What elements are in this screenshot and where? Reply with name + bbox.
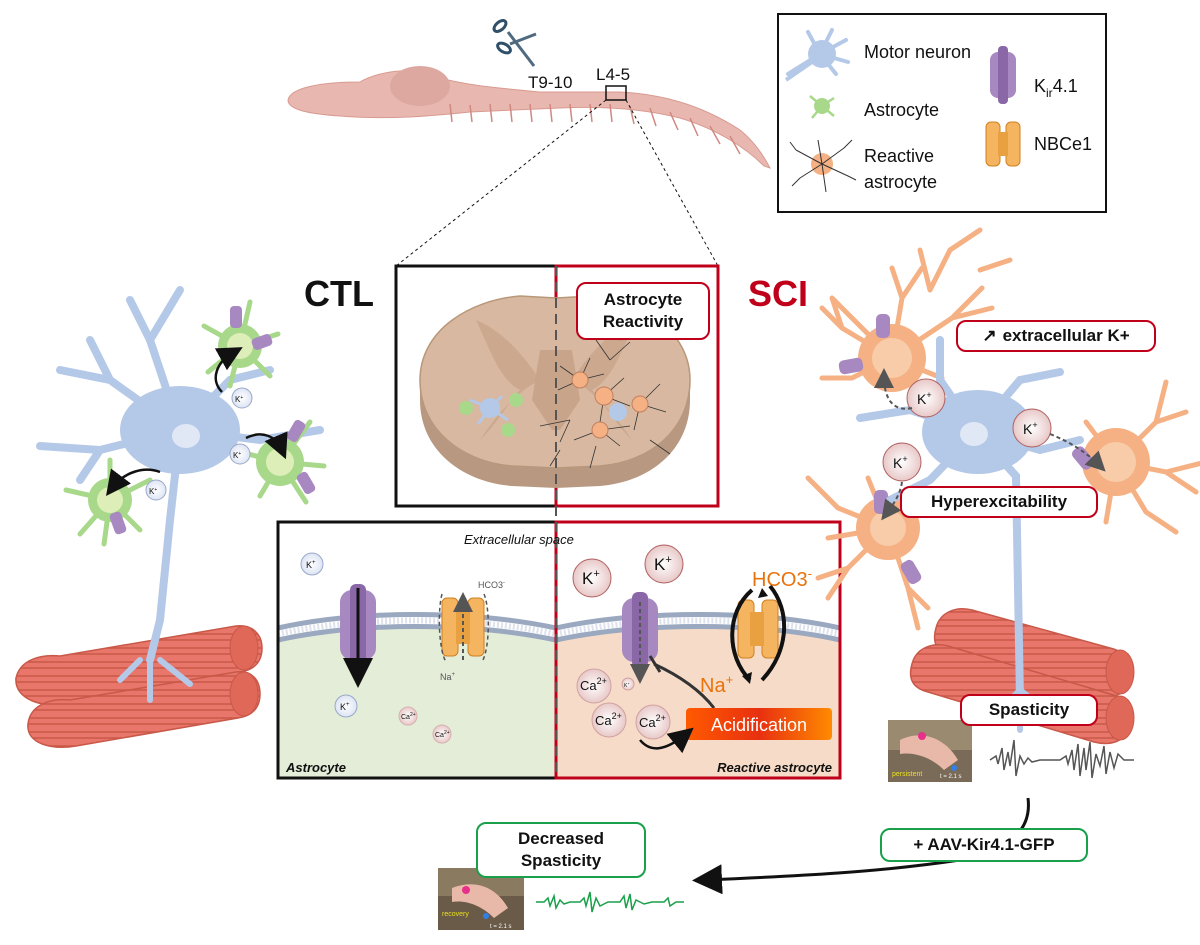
- recovery-time: t = 2.1 s: [490, 924, 512, 930]
- astrocyte-compartment-label: Astrocyte: [285, 760, 346, 775]
- reactive-astrocyte-icon: [789, 139, 857, 193]
- l4-5-region-box: [605, 85, 627, 101]
- spasticity-box: Spasticity: [960, 694, 1098, 726]
- emg-trace-recovery: [536, 891, 684, 913]
- rat-illustration: [287, 19, 771, 169]
- ion-ca-label: Ca2+: [401, 712, 416, 721]
- legend-kir-label: Kir4.1: [1034, 76, 1078, 100]
- ion-k-label: K+: [233, 451, 241, 460]
- legend-motor-neuron-label: Motor neuron: [864, 42, 971, 62]
- persistent-label: persistent: [892, 771, 922, 778]
- reactive-astrocyte-cell: [1071, 428, 1150, 496]
- ion-k-label: K+: [582, 568, 600, 588]
- extracellular-space-label: Extracellular space: [464, 532, 574, 547]
- persistent-time: t = 2.1 s: [940, 774, 962, 780]
- extracellular-k-box: ↗ extracellular K+: [956, 320, 1156, 352]
- ion-k-label: K+: [654, 554, 672, 574]
- persistent-video-thumbnail: [888, 720, 972, 782]
- ion-na-label: Na+: [700, 672, 733, 697]
- ion-k-label: K+: [624, 681, 630, 689]
- region-level-label: L4-5: [596, 65, 630, 84]
- ion-k-label: K+: [340, 702, 350, 712]
- astrocyte-icon: [809, 95, 835, 119]
- decreased-spasticity-box: Decreased Spasticity: [476, 822, 646, 878]
- cut-level-label: T9-10: [528, 73, 572, 92]
- ion-hco3-label: HCO3-: [752, 566, 812, 591]
- muscle-left: [15, 625, 263, 748]
- emg-trace-spasticity: [989, 739, 1134, 779]
- mechanism-panel: [276, 520, 842, 780]
- ion-k-label: K+: [917, 390, 932, 407]
- ion-hco3-label: HCO3-: [478, 580, 505, 590]
- legend: [777, 13, 1107, 213]
- nbce1-channel-icon: [985, 121, 1021, 167]
- zoom-line-right: [625, 99, 719, 267]
- ion-k-label: K+: [1023, 420, 1038, 437]
- reactive-astrocyte-compartment-label: Reactive astrocyte: [717, 760, 832, 775]
- ion-k-label: K+: [235, 395, 243, 404]
- acidification-bar: [686, 708, 832, 740]
- legend-astrocyte-label: Astrocyte: [864, 100, 939, 120]
- ion-ca-label: Ca2+: [639, 713, 666, 730]
- legend-reactive-label-1: Reactive: [864, 146, 934, 166]
- increase-arrow-icon: ↗: [982, 326, 997, 345]
- ion-k-label: K+: [893, 454, 908, 471]
- ion-ca-label: Ca2+: [580, 676, 607, 693]
- treatment-box: + AAV-Kir4.1-GFP: [880, 828, 1088, 862]
- ion-na-label: Na+: [440, 672, 456, 682]
- scissors-icon: [492, 19, 537, 67]
- ion-k-label: K+: [149, 487, 157, 496]
- ion-ca-label: Ca2+: [595, 711, 622, 728]
- zoom-line-left: [395, 99, 607, 267]
- astrocyte-cell: [63, 457, 153, 547]
- astrocyte-reactivity-box: Astrocyte Reactivity: [576, 282, 710, 340]
- legend-nbce1-label: NBCe1: [1034, 134, 1092, 154]
- ctl-neuron-scene: [15, 286, 327, 748]
- motor-neuron-icon: [784, 28, 850, 82]
- acidification-label: Acidification: [711, 715, 807, 735]
- legend-reactive-label-2: astrocyte: [864, 172, 937, 192]
- ion-ca-label: Ca2+: [435, 730, 450, 739]
- kir41-channel-icon: [990, 46, 1016, 104]
- ctl-title: CTL: [304, 273, 374, 314]
- hyperexcitability-box: Hyperexcitability: [900, 486, 1098, 518]
- extracellular-k-label: extracellular K+: [1002, 326, 1130, 345]
- recovery-label: recovery: [442, 911, 469, 918]
- sci-title: SCI: [748, 273, 808, 314]
- ion-k-label: K+: [306, 560, 316, 570]
